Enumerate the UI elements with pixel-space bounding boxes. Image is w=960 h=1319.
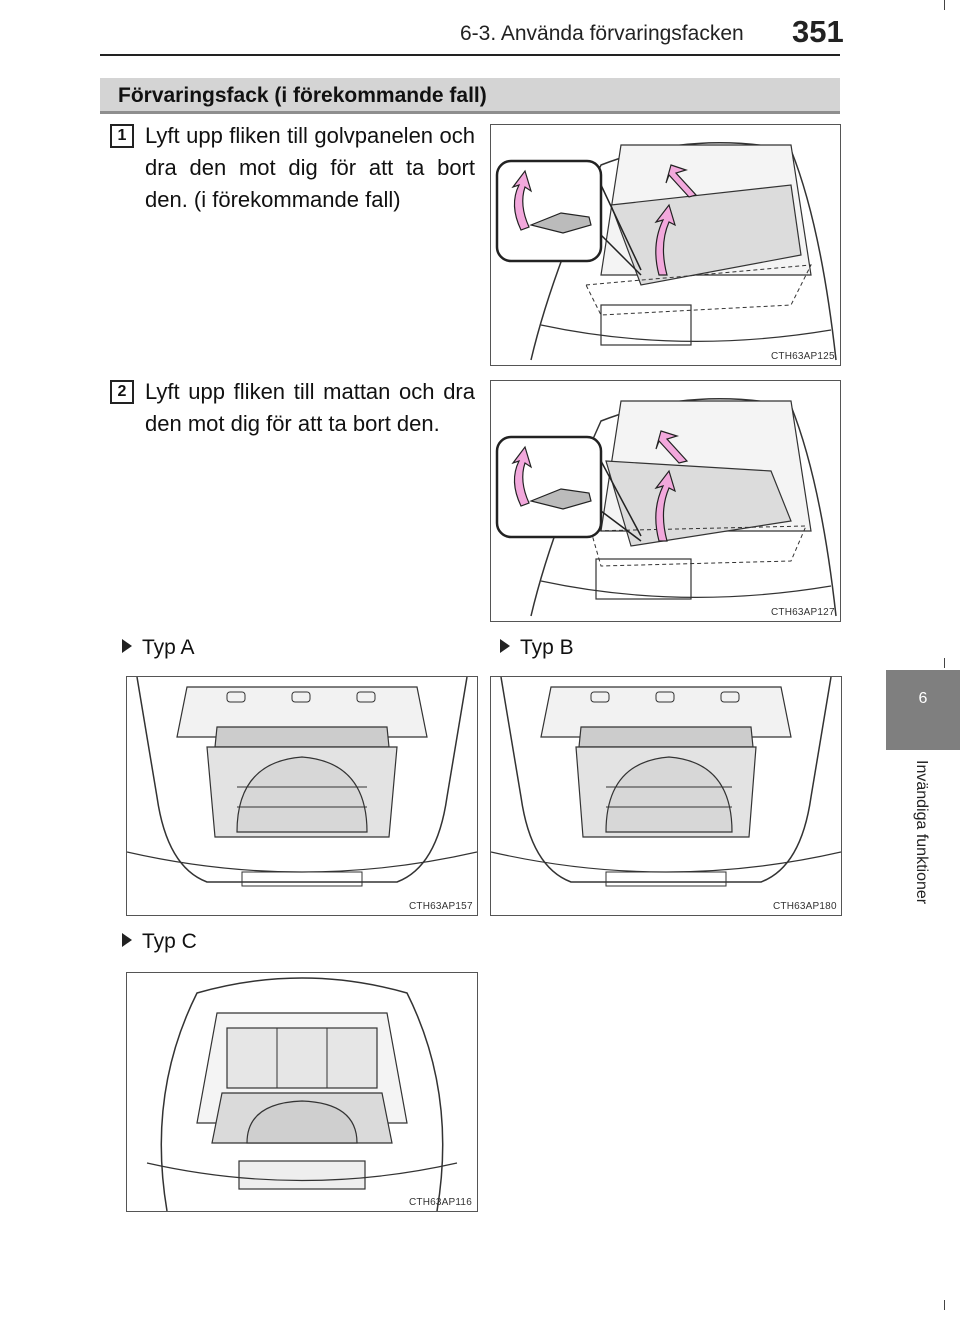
type-c-label: Typ C (122, 930, 197, 954)
spare-tire-tray-type-a-illustration (127, 677, 477, 887)
spare-tire-tray-type-b-illustration (491, 677, 841, 887)
chapter-number: 6 (918, 690, 928, 707)
trunk-floor-panel-illustration (495, 141, 837, 361)
figure-code-b: CTH63AP180 (773, 901, 837, 912)
page-number: 351 (792, 14, 844, 49)
triangle-bullet-icon (500, 639, 510, 653)
chapter-tab (886, 670, 960, 750)
crop-mark (944, 658, 945, 668)
type-b-label: Typ B (500, 636, 574, 660)
trunk-mat-illustration (495, 397, 837, 617)
type-a-label: Typ A (122, 636, 195, 660)
figure-code-a: CTH63AP157 (409, 901, 473, 912)
section-title: 6-3. Använda förvaringsfacken (460, 22, 744, 45)
figure-code-c: CTH63AP116 (409, 1197, 472, 1208)
step-number-1: 1 (110, 124, 134, 148)
figure-step-2: CTH63AP127 (490, 380, 841, 622)
figure-type-b: CTH63AP180 (490, 676, 842, 916)
heading-box (100, 78, 840, 114)
figure-code-2: CTH63AP127 (771, 607, 835, 618)
spare-tire-tray-type-c-illustration (146, 977, 458, 1211)
header-rule (100, 54, 840, 56)
triangle-bullet-icon (122, 933, 132, 947)
chapter-title: Invändiga funktioner (913, 760, 930, 905)
crop-mark (944, 0, 945, 10)
step-text-1: Lyft upp fliken till golvpanelen och dra… (145, 123, 475, 212)
figure-type-a: CTH63AP157 (126, 676, 478, 916)
step-text-2: Lyft upp fliken till mattan och dra den … (145, 379, 475, 436)
figure-code-1: CTH63AP125 (771, 351, 835, 362)
triangle-bullet-icon (122, 639, 132, 653)
section-heading: Förvaringsfack (i förekommande fall) (118, 84, 487, 107)
crop-mark (944, 1300, 945, 1310)
step-number-2: 2 (110, 380, 134, 404)
figure-step-1: CTH63AP125 (490, 124, 841, 366)
figure-type-c: CTH63AP116 (126, 972, 478, 1212)
